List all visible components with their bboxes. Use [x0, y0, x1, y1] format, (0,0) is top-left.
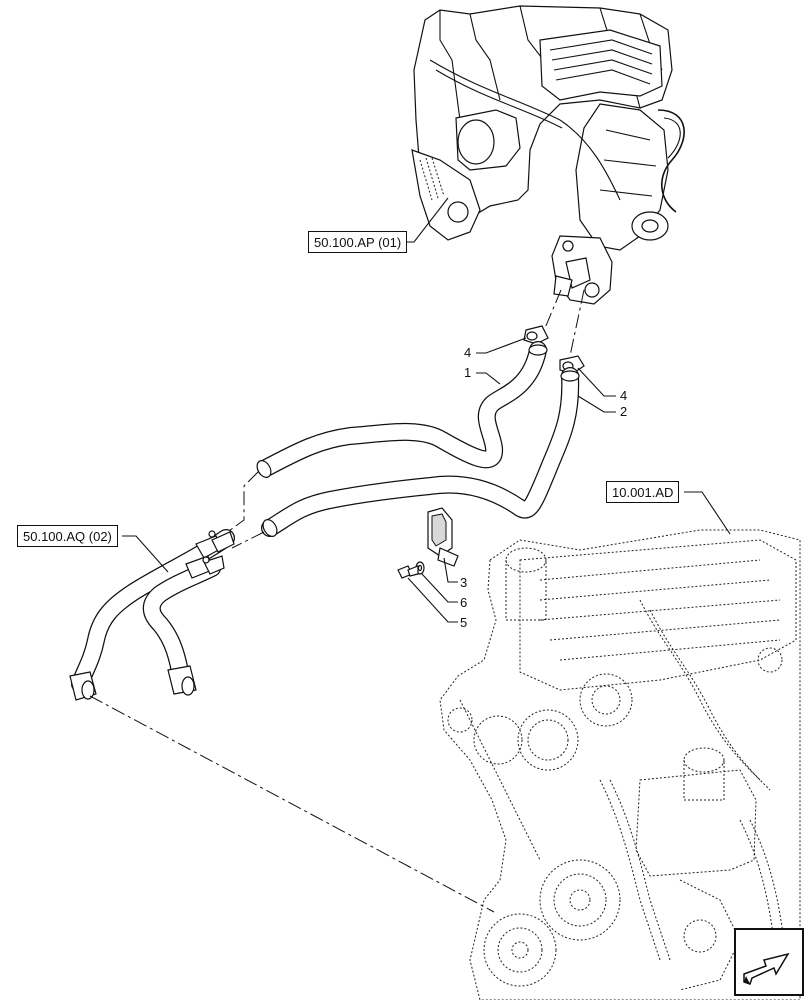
callout-5: 5: [460, 615, 468, 630]
hose-2: [261, 367, 580, 537]
arrow-icon: [743, 952, 790, 985]
bracket-3: [427, 507, 459, 567]
callout-1: 1: [464, 365, 472, 380]
bolt-5: [397, 565, 419, 579]
lower-pipe-assembly: [69, 529, 235, 701]
reference-10-001-ad[interactable]: 10.001.AD: [606, 481, 680, 503]
reference-50-100-aq-02[interactable]: 50.100.AQ (02): [17, 525, 118, 547]
reference-50-100-ap-01[interactable]: 50.100.AP (01): [308, 231, 408, 253]
callout-6: 6: [460, 595, 468, 610]
navigation-arrow-button[interactable]: [734, 928, 804, 996]
callout-4-left: 4: [464, 345, 472, 360]
upper-tank-assembly: [411, 5, 685, 305]
callout-2: 2: [620, 404, 628, 419]
leader-lines: [122, 197, 731, 623]
callout-3: 3: [460, 575, 468, 590]
hose-1: [256, 341, 548, 478]
callout-4-right: 4: [620, 388, 628, 403]
